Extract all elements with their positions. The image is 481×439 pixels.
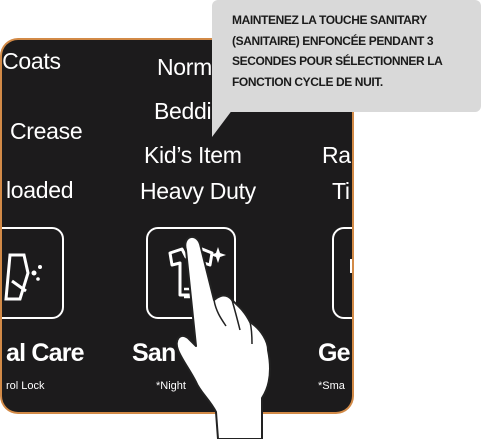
cycle-label-crease: Crease xyxy=(10,118,82,144)
special-care-label: al Care xyxy=(6,340,84,366)
sanitary-label: San xyxy=(132,340,175,366)
control-lock-label: rol Lock xyxy=(6,380,45,393)
callout-pointer xyxy=(212,105,252,145)
gentle-icon xyxy=(334,229,352,321)
cycle-label-kids-item: Kid’s Item xyxy=(144,142,242,168)
sanitary-shirt-sparkle-icon xyxy=(148,229,238,321)
cycle-label-coats: /Coats xyxy=(2,48,61,74)
instruction-callout: MAINTENEZ LA TOUCHE SANITARY (SANITAIRE)… xyxy=(212,0,481,112)
special-care-button[interactable] xyxy=(2,227,64,319)
cycle-label-heavy-duty: Heavy Duty xyxy=(140,178,256,204)
gentle-label: Ge xyxy=(318,340,350,366)
special-care-icon xyxy=(2,229,66,321)
gentle-button[interactable] xyxy=(332,227,352,319)
cycle-label-loaded: loaded xyxy=(6,177,73,203)
sanitary-button[interactable] xyxy=(146,227,236,319)
cycle-label-rain: Rai xyxy=(322,142,352,168)
night-cycle-label: *Night xyxy=(156,380,186,393)
callout-text: MAINTENEZ LA TOUCHE SANITARY (SANITAIRE)… xyxy=(232,10,476,92)
smart-label: *Sma xyxy=(318,380,345,393)
cycle-label-normal: Norm xyxy=(157,54,212,80)
cycle-label-time: Ti xyxy=(332,178,350,204)
